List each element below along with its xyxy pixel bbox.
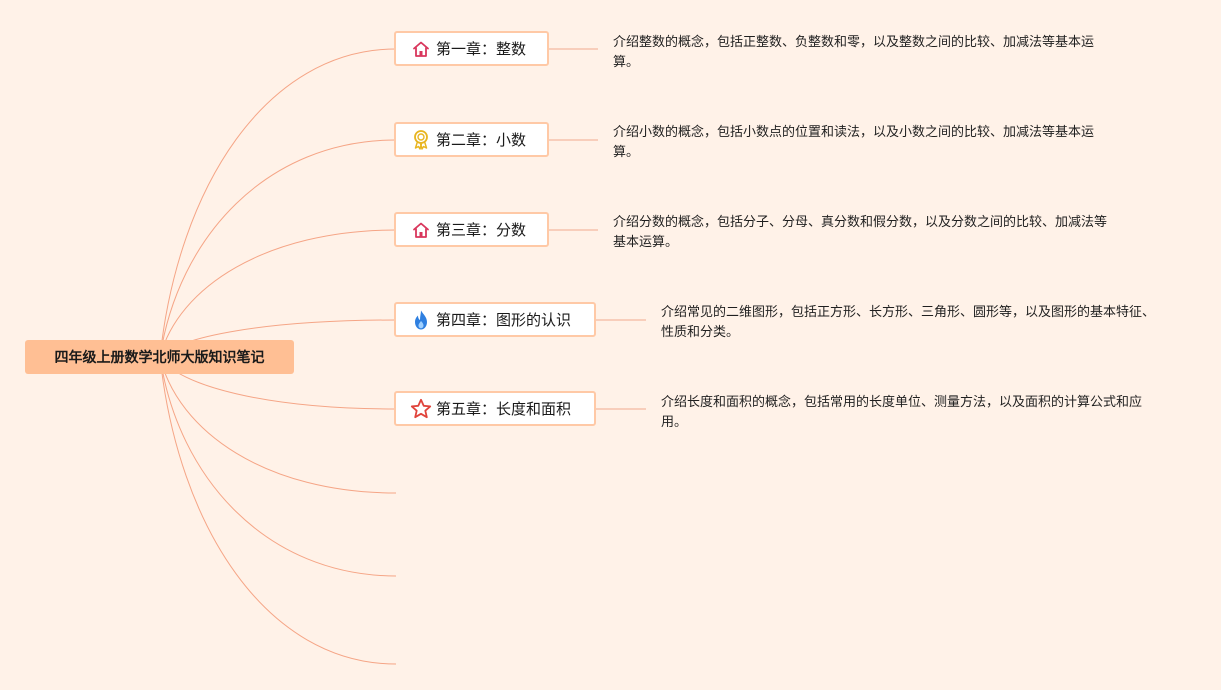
chapter-description-2[interactable]: 介绍小数的概念，包括小数点的位置和读法，以及小数之间的比较、加减法等基本运算。 <box>613 125 1095 160</box>
chapter-node-5[interactable]: 第五章：长度和面积 <box>394 391 596 426</box>
branch-line-2 <box>159 139 397 358</box>
chapter-node-1[interactable]: 第一章：整数 <box>394 31 549 66</box>
chapter-description-5[interactable]: 介绍长度和面积的概念，包括常用的长度单位、测量方法，以及面积的计算公式和应用。 <box>661 395 1143 430</box>
chapter-node-2[interactable]: 第二章：小数 <box>394 122 549 157</box>
chapter-description-4[interactable]: 介绍常见的二维图形，包括正方形、长方形、三角形、圆形等，以及图形的基本特征、性质… <box>661 305 1156 340</box>
house-icon <box>410 219 432 241</box>
chapter-node-4[interactable]: 第四章：图形的认识 <box>394 302 596 337</box>
chapter-description-3[interactable]: 介绍分数的概念，包括分子、分母、真分数和假分数，以及分数之间的比较、加减法等基本… <box>613 215 1108 250</box>
root-topic-label: 四年级上册数学北师大版知识笔记 <box>54 350 265 366</box>
house-icon <box>410 38 432 60</box>
branch-line-empty-3 <box>159 356 397 665</box>
branch-line-3 <box>159 229 397 358</box>
branch-line-empty-2 <box>159 356 397 577</box>
branch-line-1 <box>159 48 397 358</box>
medal-icon <box>410 129 432 151</box>
flame-icon <box>410 309 432 331</box>
chapter-label: 第二章：小数 <box>436 131 527 149</box>
root-topic[interactable]: 四年级上册数学北师大版知识笔记 <box>25 340 294 374</box>
star-icon <box>410 398 432 420</box>
chapter-label: 第三章：分数 <box>436 221 527 239</box>
chapter-label: 第四章：图形的认识 <box>436 311 572 329</box>
branch-line-empty-1 <box>159 356 397 494</box>
chapter-node-3[interactable]: 第三章：分数 <box>394 212 549 247</box>
chapter-description-1[interactable]: 介绍整数的概念，包括正整数、负整数和零，以及整数之间的比较、加减法等基本运算。 <box>613 35 1095 70</box>
chapter-label: 第五章：长度和面积 <box>436 400 572 418</box>
chapter-label: 第一章：整数 <box>436 40 527 58</box>
